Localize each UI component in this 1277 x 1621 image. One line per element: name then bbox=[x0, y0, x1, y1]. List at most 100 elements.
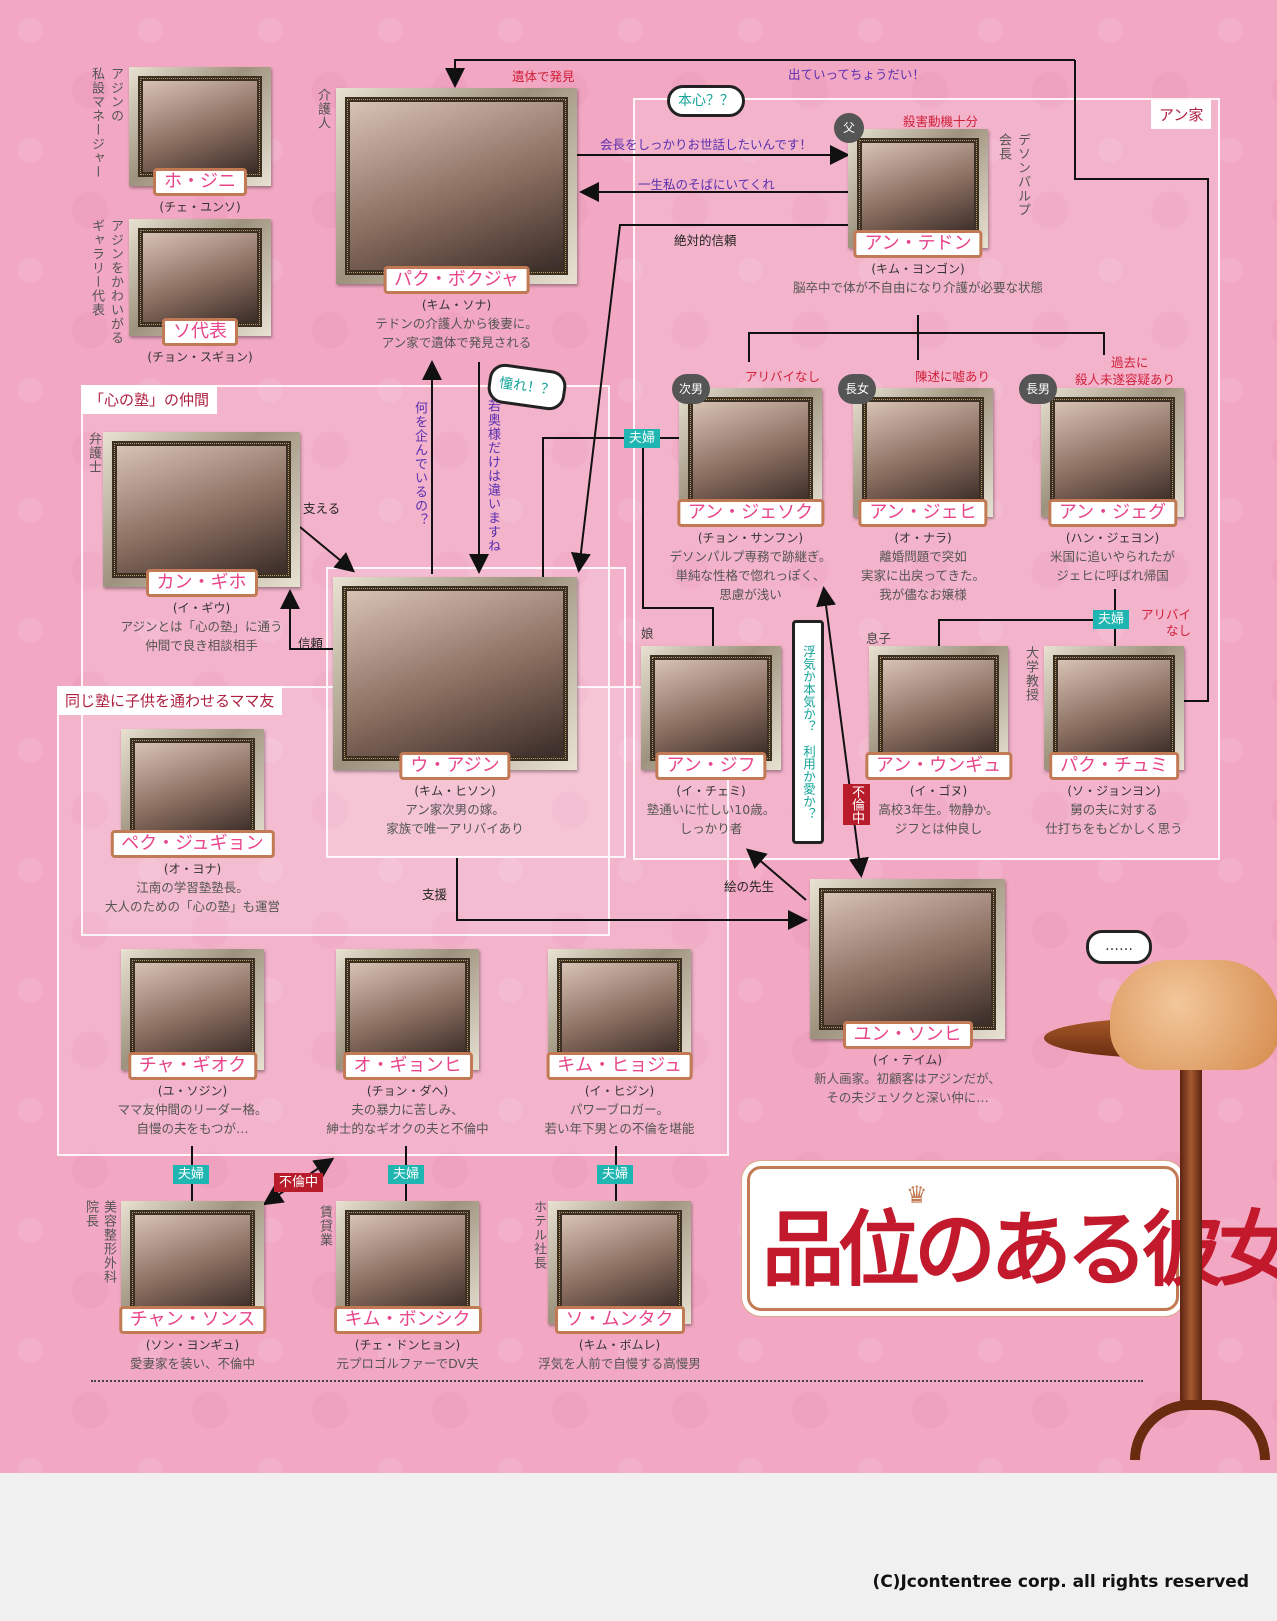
actor-name: (チョン・サンフン) bbox=[697, 531, 804, 545]
character-name: ソ代表 bbox=[162, 318, 238, 346]
character-description: 若い年下男との不倫を堪能 bbox=[544, 1121, 695, 1136]
character-name: アン・ジェソク bbox=[676, 499, 825, 527]
character-name: カン・ギホ bbox=[145, 569, 258, 597]
portrait-photo bbox=[112, 441, 291, 578]
couple-badge-giok: 夫婦 bbox=[173, 1165, 210, 1184]
badge-eldest-son: 長男 bbox=[1019, 374, 1057, 404]
drama-logo: ♛ 品位のある彼女 bbox=[747, 1166, 1277, 1311]
role-giho: 弁護士 bbox=[86, 432, 101, 474]
character-description: 大人のための「心の塾」も運営 bbox=[104, 899, 281, 914]
label-stay: 一生私のそばにいてくれ bbox=[638, 177, 775, 192]
character-name: パク・ボクジャ bbox=[383, 266, 530, 294]
actor-name: (ソ・ジョンヨン) bbox=[1067, 784, 1161, 798]
label-take-care: 会長をしっかりお世話したいんです！ bbox=[600, 137, 812, 152]
character-name: キム・ヒョジュ bbox=[546, 1052, 693, 1080]
actor-name: (イ・ゴヌ) bbox=[909, 784, 968, 798]
character-portrait-jegu[interactable] bbox=[1041, 388, 1184, 517]
character-portrait-ajin[interactable] bbox=[333, 577, 577, 770]
portrait-photo bbox=[862, 397, 984, 508]
character-description: その夫ジェソクと深い仲に… bbox=[826, 1090, 989, 1105]
badge-second-son: 次男 bbox=[672, 374, 710, 404]
portrait-photo bbox=[857, 138, 979, 239]
role-soy-b: ギャラリー代表 bbox=[89, 219, 104, 317]
character-portrait-jehee[interactable] bbox=[853, 388, 993, 517]
affair-badge-bottom: 不倫中 bbox=[274, 1173, 324, 1192]
actor-name: (イ・チェミ) bbox=[676, 784, 746, 798]
character-portrait-bokja[interactable] bbox=[336, 88, 577, 284]
character-description: 高校3年生。物静か。 bbox=[878, 802, 999, 817]
couple-badge-hyoju: 夫婦 bbox=[597, 1165, 634, 1184]
portrait-photo bbox=[557, 958, 682, 1061]
character-portrait-sonhee[interactable] bbox=[810, 879, 1005, 1039]
portrait-photo bbox=[130, 958, 255, 1061]
character-description: 塾通いに忙しい10歳。 bbox=[646, 802, 776, 817]
label-art-teacher: 絵の先生 bbox=[724, 879, 775, 894]
character-description: ジフとは仲良し bbox=[894, 821, 983, 836]
copyright: (C)Jcontentree corp. all rights reserved bbox=[872, 1572, 1249, 1592]
character-portrait-soyhyo[interactable] bbox=[129, 219, 271, 336]
character-name: アン・ジフ bbox=[655, 752, 767, 780]
character-portrait-jugyeong[interactable] bbox=[121, 729, 264, 848]
role-chumi: 大学教授 bbox=[1023, 646, 1038, 702]
actor-name: (イ・テイム) bbox=[872, 1053, 943, 1067]
character-portrait-giok[interactable] bbox=[121, 949, 264, 1070]
actor-name: (チェ・ドンヒョン) bbox=[354, 1338, 461, 1352]
bubble-honshin: 本心？？ bbox=[667, 85, 745, 117]
character-description: アン家次男の嫁。 bbox=[405, 802, 505, 817]
label-get-out: 出ていってちょうだい！ bbox=[788, 67, 925, 82]
character-description: 仲間で良き相談相手 bbox=[145, 638, 258, 653]
character-portrait-giho[interactable] bbox=[103, 432, 300, 587]
portrait-photo bbox=[130, 1210, 255, 1315]
label-support: 支える bbox=[303, 501, 341, 516]
portrait-photo bbox=[650, 655, 772, 761]
character-name: アン・ウンギュ bbox=[864, 752, 1013, 780]
portrait-photo bbox=[1050, 397, 1175, 508]
character-name: ホ・ジニ bbox=[153, 168, 247, 196]
character-portrait-hyoju[interactable] bbox=[548, 949, 691, 1070]
actor-name: (キム・ソナ) bbox=[421, 298, 492, 312]
label-scheming: 何を企んでいるの？ bbox=[412, 401, 427, 527]
mama-group-label: 同じ塾に子供を通わせるママ友 bbox=[57, 686, 283, 715]
character-portrait-tedon[interactable] bbox=[848, 129, 988, 248]
character-name: ウ・アジン bbox=[399, 752, 511, 780]
affair-badge-sonhee: 不倫中 bbox=[843, 784, 870, 825]
table-foot bbox=[1130, 1400, 1270, 1460]
role-tedon-b: デソンパルプ bbox=[1015, 133, 1030, 217]
portrait-photo bbox=[819, 888, 996, 1030]
character-name: チャ・ギオク bbox=[127, 1052, 258, 1080]
label-son: 息子 bbox=[866, 631, 892, 646]
label-young-wife: 若奥様だけは違いますね bbox=[485, 399, 500, 553]
footer-band bbox=[0, 1473, 1277, 1621]
couple-badge-gyeonghee: 夫婦 bbox=[388, 1165, 425, 1184]
character-name: アン・テドン bbox=[853, 230, 983, 258]
table-leg bbox=[1180, 1050, 1202, 1410]
actor-name: (イ・ヒジン) bbox=[584, 1084, 655, 1098]
character-portrait-muntak[interactable] bbox=[548, 1201, 691, 1324]
portrait-photo bbox=[345, 1210, 470, 1315]
character-name: ユン・ソンヒ bbox=[842, 1021, 973, 1049]
label-lie: 陳述に嘘あり bbox=[915, 369, 991, 384]
character-portrait-hojini[interactable] bbox=[129, 67, 271, 186]
character-portrait-jihu[interactable] bbox=[641, 646, 781, 770]
role-hojini-a: アジンの bbox=[108, 67, 123, 123]
role-muntak: ホテル社長 bbox=[531, 1200, 546, 1270]
badge-eldest-daughter: 長女 bbox=[838, 374, 876, 404]
character-description: 江南の学習塾塾長。 bbox=[136, 880, 249, 895]
character-description: 紳士的なギオクの夫と不倫中 bbox=[326, 1121, 489, 1136]
character-name: アン・ジェグ bbox=[1047, 499, 1178, 527]
actor-name: (チェ・ユンソ) bbox=[159, 200, 241, 214]
character-description: 離婚問題で突如 bbox=[879, 549, 967, 564]
divider bbox=[91, 1380, 1143, 1382]
character-description: 我が儘なお嬢様 bbox=[879, 587, 967, 602]
label-found-body: 遺体で発見 bbox=[512, 69, 575, 84]
character-description: ママ友仲間のリーダー格。 bbox=[117, 1102, 268, 1117]
character-portrait-bonsik[interactable] bbox=[336, 1201, 479, 1324]
role-tedon-a: 会長 bbox=[996, 133, 1011, 161]
character-portrait-jeseok[interactable] bbox=[679, 388, 822, 517]
character-description: 浮気を人前で自慢する高慢男 bbox=[538, 1356, 701, 1371]
role-sonsu-a: 美容整形外科 bbox=[101, 1200, 116, 1284]
actor-name: (キム・ヨンゴン) bbox=[871, 262, 965, 276]
character-description: テドンの介護人から後妻に。 bbox=[375, 316, 538, 331]
character-portrait-ungyu[interactable] bbox=[869, 646, 1008, 770]
character-description: 脳卒中で体が不自由になり介護が必要な状態 bbox=[792, 280, 1044, 295]
